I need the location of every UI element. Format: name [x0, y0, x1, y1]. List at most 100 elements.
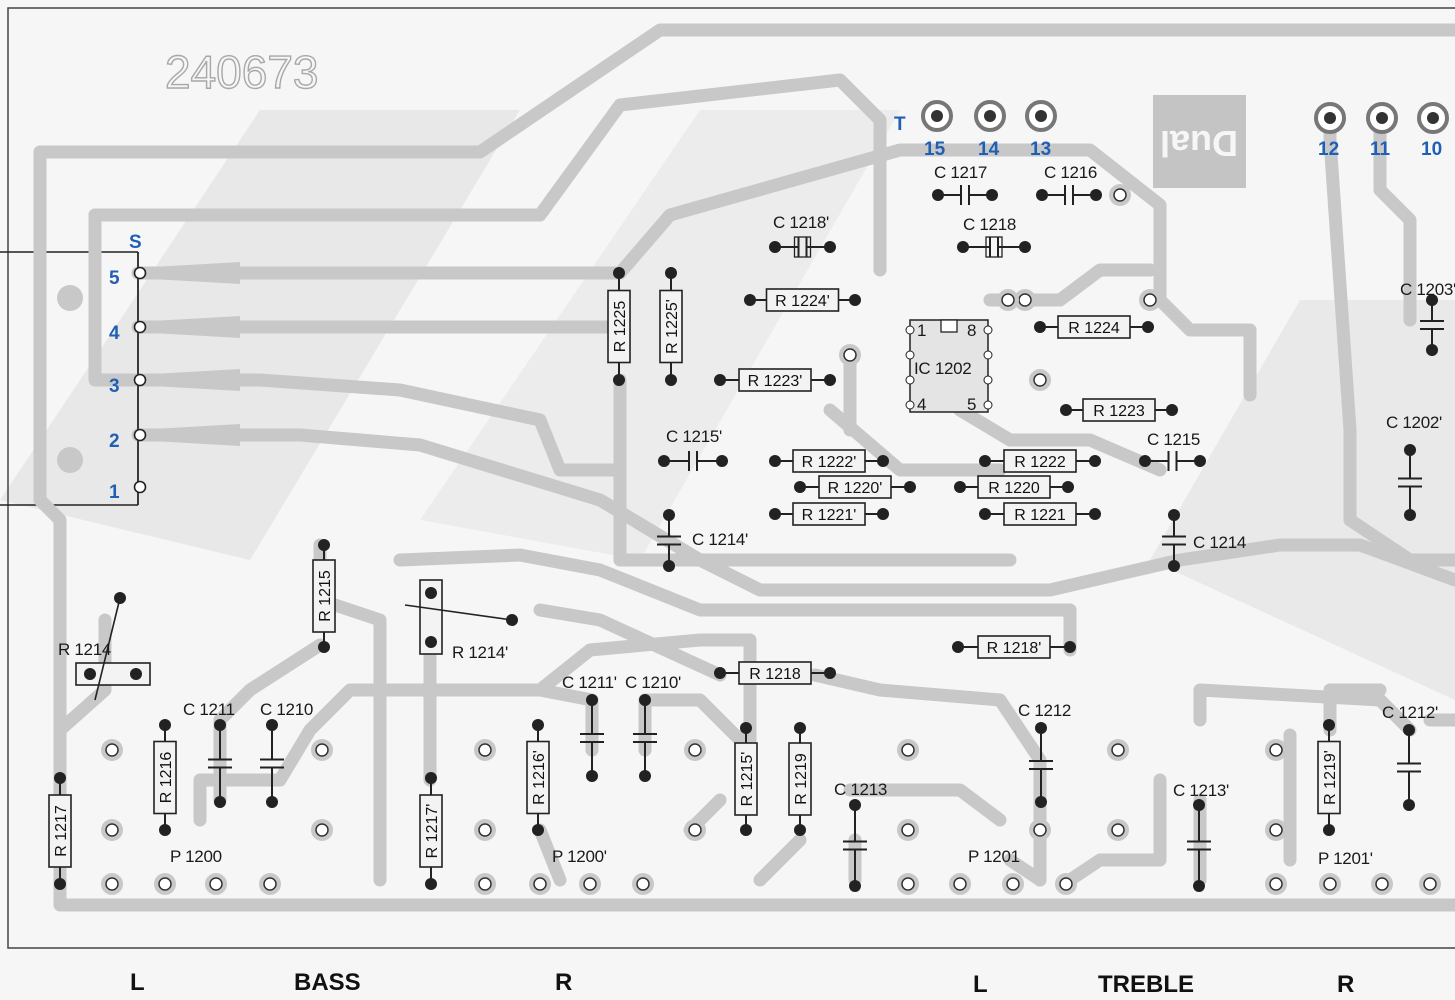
capacitor	[957, 236, 1031, 258]
pin-label: 13	[1030, 139, 1051, 160]
solder-pad	[54, 772, 66, 784]
solder-pad	[1194, 455, 1206, 467]
c1212p-label: C 1212'	[1382, 703, 1438, 722]
resistor: R 1225'	[659, 267, 683, 386]
solder-pad	[1142, 321, 1154, 333]
resistor: R 1222'	[769, 449, 889, 473]
trimmer-wiper	[404, 604, 513, 621]
resistor-body	[738, 661, 812, 685]
solder-pad	[957, 241, 969, 253]
p1201-label: P 1201	[968, 847, 1020, 866]
solder-pad	[1403, 799, 1415, 811]
solder-pad	[769, 455, 781, 467]
resistor-body	[526, 740, 550, 815]
resistor: R 1224'	[744, 288, 861, 312]
potentiometer-pads	[101, 184, 1441, 895]
pot-pad-hole	[1269, 877, 1283, 891]
solder-pad	[877, 455, 889, 467]
pot-pad-hole	[1269, 823, 1283, 837]
solder-pad	[613, 374, 625, 386]
solder-pad	[318, 641, 330, 653]
ic-pin-4-label: 4	[917, 395, 926, 414]
solder-pad	[1323, 824, 1335, 836]
solder-pad	[794, 722, 806, 734]
connector-right: 12 11 10	[1314, 102, 1449, 160]
solder-pad	[1089, 455, 1101, 467]
solder-pad	[979, 508, 991, 520]
pot-pad-hole	[688, 743, 702, 757]
bass-label: BASS	[294, 969, 361, 996]
pot-pad-hole	[1033, 823, 1047, 837]
pin-label: 15	[924, 139, 946, 160]
c1210-label: C 1210	[260, 700, 313, 719]
resistor: R 1224	[1034, 315, 1154, 339]
resistor: R 1222	[979, 449, 1101, 473]
terminal-pin-center	[1427, 112, 1439, 124]
resistor-body	[659, 289, 683, 364]
resistor-label: R 1222'	[802, 454, 857, 471]
r1214-label: R 1214	[58, 640, 111, 659]
resistor-body	[607, 289, 631, 364]
resistor-label: R 1218'	[987, 640, 1042, 657]
capacitor-polarity-box	[793, 236, 812, 258]
pot-pad-hole	[263, 877, 277, 891]
trimmer-resistor	[404, 579, 518, 655]
solder-pad	[1193, 799, 1205, 811]
resistor-label: R 1215'	[739, 752, 756, 807]
pot-pad-hole	[105, 743, 119, 757]
dual-logo-text: Dual	[1160, 123, 1238, 164]
r1214p-label: R 1214'	[452, 643, 508, 662]
resistor: R 1217'	[419, 772, 443, 890]
pin-label: 1	[109, 482, 120, 503]
resistor-label: R 1220'	[828, 480, 883, 497]
connector-pin	[133, 320, 147, 334]
solder-pad	[1403, 724, 1415, 736]
resistor-label: R 1219'	[1322, 750, 1339, 805]
c1215p-label: C 1215'	[666, 427, 722, 446]
c1210p-label: C 1210'	[625, 673, 681, 692]
solder-pad	[1168, 560, 1180, 572]
footer-labels: L BASS R L TREBLE R	[130, 969, 1354, 998]
capacitor	[633, 694, 657, 782]
solder-pad	[740, 824, 752, 836]
solder-pad	[665, 374, 677, 386]
capacitor	[1420, 294, 1444, 356]
resistor: R 1215'	[734, 722, 758, 836]
connector-t: T 15 14 13	[894, 100, 1057, 160]
ic-label: IC 1202	[914, 359, 971, 378]
p1200-label: P 1200	[170, 847, 222, 866]
capacitor	[932, 185, 998, 205]
resistor-label: R 1221	[1014, 507, 1066, 524]
ic-pin	[983, 350, 993, 360]
solder-pad	[658, 455, 670, 467]
pin-label: 3	[109, 376, 120, 397]
bass-left-label: L	[130, 969, 145, 996]
resistor: R 1219'	[1317, 719, 1341, 836]
solder-pad	[849, 880, 861, 892]
connector-s-label: S	[129, 232, 142, 253]
ic-pin-5-label: 5	[967, 395, 976, 414]
pot-pad-hole	[1323, 877, 1337, 891]
solder-pad	[740, 722, 752, 734]
treble-label: TREBLE	[1098, 971, 1194, 998]
resistor-body	[765, 288, 840, 312]
resistor: R 1221	[979, 502, 1101, 526]
resistor: R 1218'	[952, 635, 1076, 659]
c1203p-label: C 1203'	[1400, 280, 1455, 299]
pot-pad-hole	[315, 743, 329, 757]
c1218p-label: C 1218'	[773, 213, 829, 232]
solder-pad	[159, 719, 171, 731]
resistor-label: R 1218	[749, 666, 801, 683]
c1216-label: C 1216	[1044, 163, 1097, 182]
ic-notch	[940, 319, 958, 333]
resistor-body	[1003, 449, 1077, 473]
solder-pad	[586, 770, 598, 782]
resistor: R 1215	[312, 539, 336, 653]
solder-pad	[1166, 404, 1178, 416]
ic-pin-1-label: 1	[917, 321, 926, 340]
resistor-body	[977, 635, 1051, 659]
pot-pad-hole	[953, 877, 967, 891]
solder-pad	[532, 824, 544, 836]
solder-pad	[613, 267, 625, 279]
